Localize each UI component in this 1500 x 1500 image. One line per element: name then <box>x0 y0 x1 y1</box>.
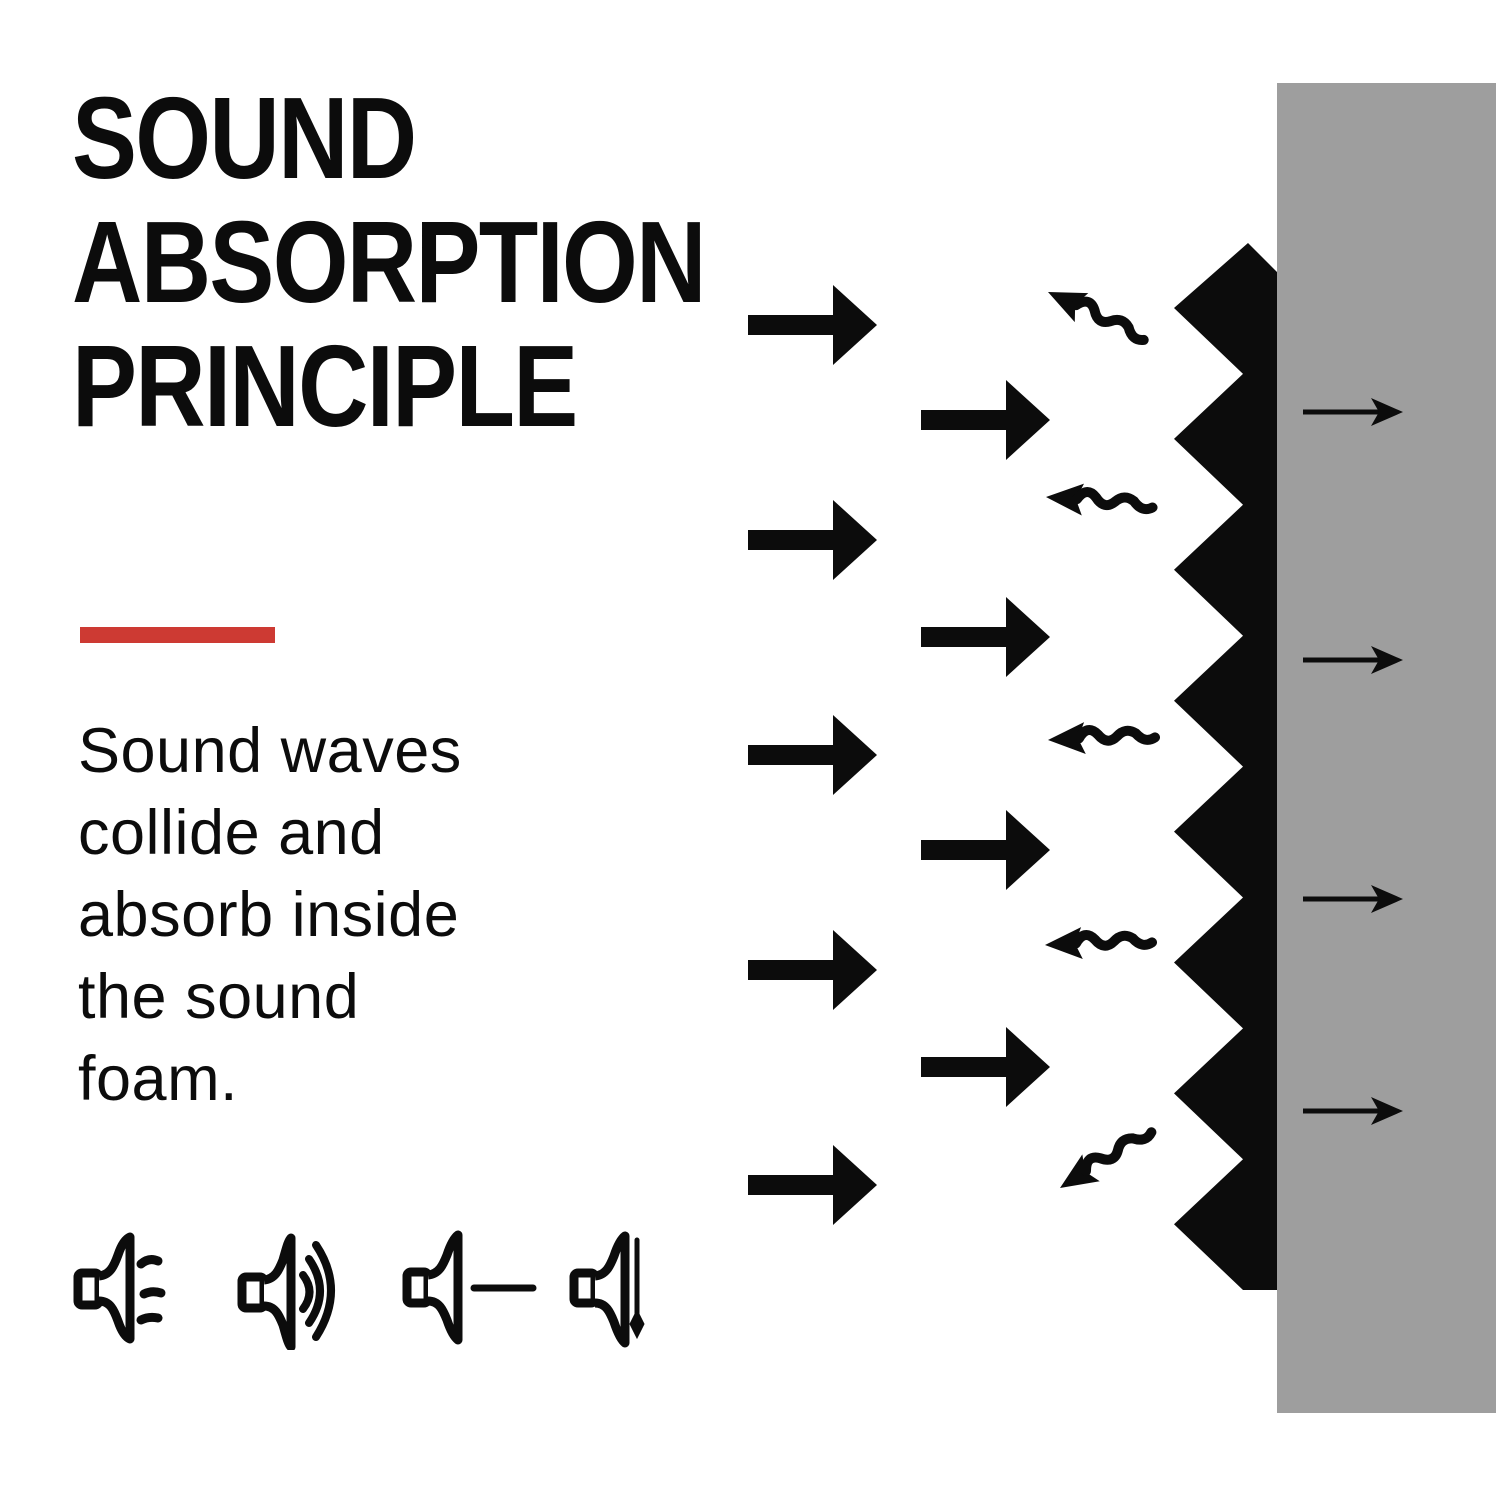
transmitted-arrow-head <box>1371 646 1403 674</box>
sound-wave-arc <box>299 1271 314 1313</box>
transmitted-arrow-head <box>1371 885 1403 913</box>
reflected-arrow-head <box>1045 927 1083 960</box>
speaker-cone <box>594 1231 630 1348</box>
sound-dash <box>139 1287 166 1299</box>
description-line: collide and <box>78 798 385 868</box>
description-text: Sound waves collide and absorb inside th… <box>78 710 462 1120</box>
title-line-1: SOUND <box>72 73 417 203</box>
incident-sound-arrow <box>921 810 1050 890</box>
description-line: Sound waves <box>78 716 462 786</box>
speaker-box <box>402 1267 433 1308</box>
incident-sound-arrow <box>748 285 877 365</box>
speaker-needle-icon <box>569 1231 645 1348</box>
description-line: foam. <box>78 1044 239 1114</box>
speaker-cone <box>263 1233 296 1350</box>
foam-wedges <box>1174 243 1277 1290</box>
reflected-arrow-head <box>1060 1154 1100 1188</box>
wall-panel <box>1277 83 1496 1413</box>
incident-sound-arrow <box>748 1145 877 1225</box>
sound-dash <box>136 1255 163 1269</box>
reflected-arrow-squiggle <box>1073 725 1161 746</box>
needle-tip <box>629 1308 645 1340</box>
reflected-arrow-squiggle <box>1071 296 1149 346</box>
speaker-cone <box>427 1230 463 1345</box>
title-line-3: PRINCIPLE <box>72 321 578 451</box>
speaker-box <box>73 1268 104 1310</box>
reflected-arrow-head <box>1048 722 1086 755</box>
sound-wave-arc <box>305 1255 324 1327</box>
red-divider <box>80 627 275 643</box>
reflected-wave-arrow <box>1045 927 1158 960</box>
incident-sound-arrow <box>748 930 877 1010</box>
incident-sound-arrow <box>921 1027 1050 1107</box>
description-line: absorb inside <box>78 880 460 950</box>
incident-sound-arrow <box>748 500 877 580</box>
incident-sound-arrow <box>921 597 1050 677</box>
incident-sound-arrow <box>748 715 877 795</box>
reflected-arrow-head <box>1046 483 1085 516</box>
transmitted-arrow-head <box>1371 1097 1403 1125</box>
reflected-arrow-squiggle <box>1071 487 1158 515</box>
reflected-arrow-squiggle <box>1080 1127 1157 1177</box>
speaker-dashes-icon <box>73 1232 166 1344</box>
reflected-arrow-squiggle <box>1070 930 1158 951</box>
speaker-box <box>237 1272 269 1313</box>
speaker-dash-icon <box>402 1230 537 1345</box>
page-title: SOUND ABSORPTION PRINCIPLE <box>72 73 707 451</box>
sound-wave-arc <box>312 1241 335 1341</box>
transmitted-arrow-head <box>1371 398 1403 426</box>
incident-sound-arrow <box>921 380 1050 460</box>
speaker-box <box>569 1268 600 1308</box>
reflected-wave-arrow <box>1048 292 1149 346</box>
reflected-wave-arrow <box>1048 722 1161 755</box>
title-line-2: ABSORPTION <box>72 197 707 327</box>
description-line: the sound <box>78 962 360 1032</box>
speaker-waves-icon <box>237 1233 335 1350</box>
reflected-wave-arrow <box>1046 483 1158 516</box>
reflected-wave-arrow <box>1060 1127 1157 1188</box>
speaker-cone <box>98 1232 135 1344</box>
sound-dash <box>136 1312 163 1325</box>
